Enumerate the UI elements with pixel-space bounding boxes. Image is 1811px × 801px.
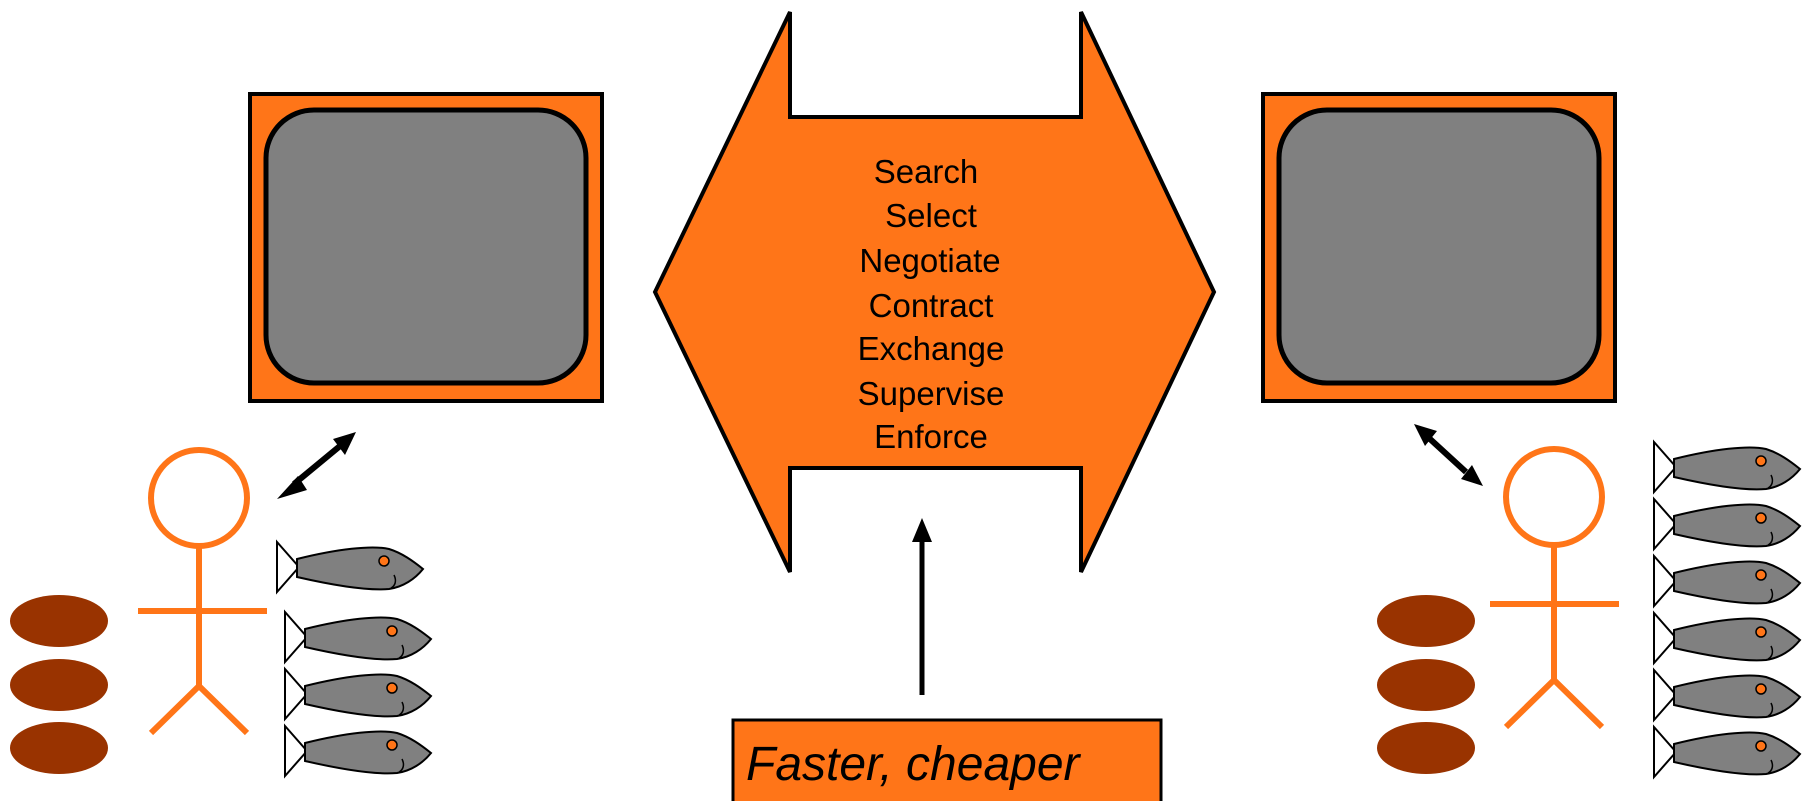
fish-icon xyxy=(284,609,433,665)
step-exchange: Exchange xyxy=(858,330,1005,367)
left-person-head xyxy=(148,447,250,549)
left-interaction-arrow xyxy=(277,432,356,499)
fish-icon xyxy=(1653,724,1802,780)
bread-loaf xyxy=(10,659,108,711)
bread-loaf xyxy=(1377,595,1475,647)
fish-icon xyxy=(276,539,425,595)
fish-icon xyxy=(284,723,433,779)
fish-icon xyxy=(284,666,433,722)
step-enforce: Enforce xyxy=(874,418,988,455)
bread-loaf xyxy=(10,722,108,774)
fish-icon xyxy=(1653,553,1802,609)
fish-icon xyxy=(1653,610,1802,666)
double-headed-arrow xyxy=(652,11,1217,573)
step-supervise: Supervise xyxy=(858,375,1005,412)
bread-loaf xyxy=(10,595,108,647)
up-arrow xyxy=(912,518,932,695)
process-steps-list: Search Select Negotiate Contract Exchang… xyxy=(858,153,1005,455)
step-search: Search xyxy=(874,153,979,190)
callout-box: Faster, cheaper xyxy=(731,718,1163,801)
bread-loaf xyxy=(1377,659,1475,711)
step-select: Select xyxy=(885,197,977,234)
right-bread-stack xyxy=(1377,595,1475,774)
right-person-figure xyxy=(1490,446,1619,730)
left-bread-stack xyxy=(10,595,108,774)
fish-icon xyxy=(1653,496,1802,552)
left-person-figure xyxy=(138,447,267,736)
right-computer-monitor xyxy=(1261,92,1617,403)
step-negotiate: Negotiate xyxy=(859,242,1000,279)
fish-icon xyxy=(1653,667,1802,723)
callout-label: Faster, cheaper xyxy=(746,738,1082,791)
bread-loaf xyxy=(1377,722,1475,774)
left-fish-stack xyxy=(276,539,433,779)
right-monitor-screen xyxy=(1276,107,1602,386)
fish-icon xyxy=(1653,439,1802,495)
right-fish-stack xyxy=(1653,439,1802,780)
right-person-head xyxy=(1503,446,1605,548)
left-monitor-screen xyxy=(263,107,589,386)
left-computer-monitor xyxy=(248,92,604,403)
right-interaction-arrow xyxy=(1414,424,1483,486)
step-contract: Contract xyxy=(869,287,994,324)
